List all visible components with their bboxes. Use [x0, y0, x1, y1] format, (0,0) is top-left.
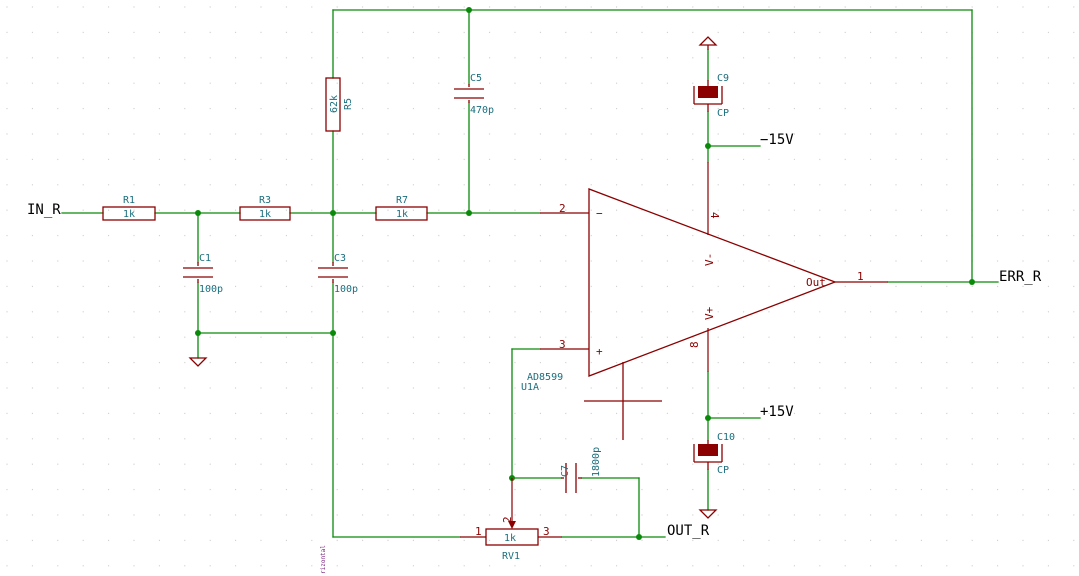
- c1-ref: C1: [199, 253, 211, 264]
- potentiometer-rv1[interactable]: 1 2 3 1k RV1: [460, 478, 562, 562]
- c9-value: CP: [717, 108, 729, 119]
- capacitor-c7[interactable]: C7 1800p: [560, 447, 602, 493]
- rv1-value: 1k: [504, 533, 516, 544]
- c5-value: 470p: [470, 105, 494, 116]
- r1-value: 1k: [123, 209, 135, 220]
- power-flag-top: [698, 36, 718, 50]
- net-label-err: ERR_R: [999, 269, 1042, 285]
- anchor-cross-marker: [584, 362, 662, 440]
- r3-ref: R3: [259, 195, 271, 206]
- r3-value: 1k: [259, 209, 271, 220]
- capacitor-c1[interactable]: C1 100p: [183, 253, 223, 295]
- net-label-out: OUT_R: [667, 523, 710, 539]
- u1-pin-vneg-num: 4: [708, 212, 721, 219]
- u1-pin-inv-num: 2: [559, 202, 566, 215]
- power-flag-bottom: [698, 509, 718, 519]
- r1-ref: R1: [123, 195, 135, 206]
- u1-ref: U1A: [521, 382, 539, 393]
- resistor-r1[interactable]: R1 1k: [102, 195, 156, 221]
- u1-sym-inv: −: [596, 207, 603, 220]
- u1-pin-noninv-num: 3: [559, 338, 566, 351]
- opamp-u1a[interactable]: 2 3 1 4 8 − + V- V+ Out AD8599 U1A: [521, 162, 888, 393]
- resistor-r7[interactable]: R7 1k: [375, 195, 428, 221]
- u1-sym-noninv: +: [596, 345, 603, 358]
- resistor-r5[interactable]: 62k R5: [325, 77, 354, 132]
- c3-ref: C3: [334, 253, 346, 264]
- capacitor-c3[interactable]: C3 100p: [318, 253, 358, 295]
- wires: [61, 9, 999, 538]
- c10-value: CP: [717, 465, 729, 476]
- u1-name-out: Out: [806, 276, 826, 289]
- c9-ref: C9: [717, 73, 729, 84]
- footer-tag: rizontal: [320, 545, 327, 574]
- rv1-pin3-num: 3: [543, 525, 550, 538]
- c7-value: 1800p: [591, 447, 602, 477]
- u1-name-vpos: V+: [703, 306, 716, 320]
- u1-pin-out-num: 1: [857, 270, 864, 283]
- capacitor-c10[interactable]: C10 CP: [693, 432, 735, 476]
- resistor-r3[interactable]: R3 1k: [239, 195, 291, 221]
- c5-ref: C5: [470, 73, 482, 84]
- r5-value: 62k: [329, 95, 340, 113]
- r7-value: 1k: [396, 209, 408, 220]
- u1-pin-vpos-num: 8: [688, 341, 701, 348]
- c3-value: 100p: [334, 284, 358, 295]
- rv1-pin2-num: 2: [501, 516, 514, 523]
- rv1-ref: RV1: [502, 551, 520, 562]
- u1-name-vneg: V-: [703, 253, 716, 266]
- capacitor-c9[interactable]: C9 CP: [693, 73, 729, 119]
- power-label-vpos: +15V: [760, 404, 794, 420]
- ground-symbol: [188, 357, 208, 367]
- c7-ref: C7: [560, 465, 571, 477]
- rv1-pin1-num: 1: [475, 525, 482, 538]
- c10-ref: C10: [717, 432, 735, 443]
- u1-value: AD8599: [527, 372, 563, 383]
- capacitor-c5[interactable]: C5 470p: [454, 73, 494, 116]
- net-label-in: IN_R: [27, 202, 61, 218]
- r7-ref: R7: [396, 195, 408, 206]
- c1-value: 100p: [199, 284, 223, 295]
- junctions: [195, 7, 975, 540]
- power-label-vneg: −15V: [760, 132, 794, 148]
- r5-ref: R5: [343, 98, 354, 110]
